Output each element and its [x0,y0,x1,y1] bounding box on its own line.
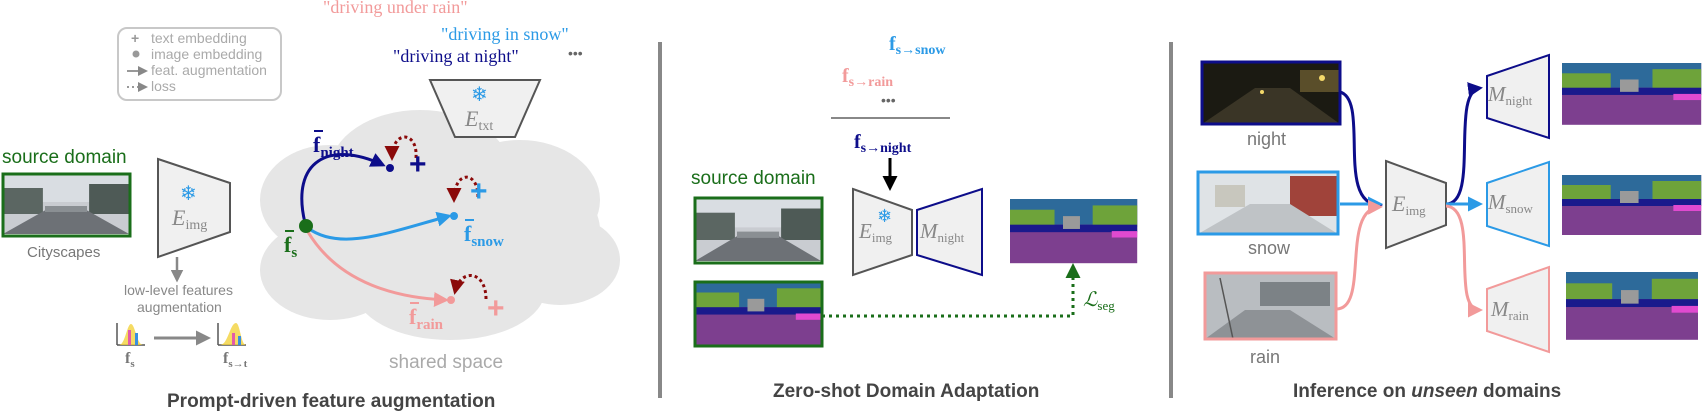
panel1-title: Prompt-driven feature augmentation [167,391,495,412]
plus-icon: + [409,148,427,181]
f-night-label: fnight [313,132,354,161]
svg-text:Mnight: Mnight [919,219,965,245]
f-s-label: fs [284,232,297,261]
f-s-rain-label: fs→rain [842,65,893,90]
source-feature-dot [299,219,313,233]
svg-text:Msnow: Msnow [1487,190,1534,216]
loss-arrow-snow [446,175,480,203]
decoder-night-3: Mnight [1486,53,1550,140]
source-domain-label-1: source domain [2,147,127,168]
svg-text:fs: fs [125,350,135,370]
panel3-title: Inference on unseen domains [1293,381,1561,402]
f-rain-label: frain [409,304,444,333]
shared-space-label: shared space [389,352,503,373]
plus-icon: + [131,30,139,46]
predicted-segmentation [1010,199,1138,264]
svg-text:fs→t: fs→t [223,350,248,370]
aug-arrow-rain [306,231,449,307]
night-feature-dot [386,164,394,172]
snow-feature-dot [450,212,458,220]
svg-text:Eimg: Eimg [1391,191,1426,218]
text-encoder: ❄ Etxt [428,79,542,138]
rain-feature-dot [447,296,455,304]
inference-arrow-night-in [1339,90,1383,213]
aug-arrow-snow [307,211,452,241]
legend-image-embedding: image embedding [151,46,262,62]
legend-text-embedding: text embedding [151,30,247,46]
svg-text:Mnight: Mnight [1487,82,1533,108]
rain-segmentation-output [1566,272,1698,340]
snowflake-icon: ❄ [471,84,488,106]
image-encoder-2: ❄ Eimg [852,187,913,277]
decoder-snow-3: Msnow [1486,160,1550,248]
prompt-snow: "driving in snow" [441,24,569,44]
image-encoder-3: Eimg [1385,159,1447,250]
svg-text:Eimg: Eimg [858,219,893,245]
cityscapes-photo [1,172,132,238]
f-s-night-label: fs→night [854,131,912,156]
loss-arrow-night [384,135,418,161]
prompt-more: ••• [568,45,583,61]
svg-text:Etxt: Etxt [464,106,493,134]
svg-text:Eimg: Eimg [171,205,207,233]
decoder-night-2: Mnight [916,187,983,277]
night-photo [1200,60,1342,126]
legend-feat-augmentation: feat. augmentation [151,62,267,78]
cityscapes-caption: Cityscapes [27,244,100,261]
more-features: ••• [881,92,896,108]
snow-photo [1196,170,1340,236]
inference-arrow-rain-out [1445,204,1483,318]
lowlevel-label-2: augmentation [137,299,222,315]
snow-segmentation-output [1562,175,1702,235]
loss-arrow-rain [450,274,488,300]
rain-photo [1203,271,1338,341]
seg-loss-label: ℒseg [1083,289,1115,313]
plus-icon: + [470,175,488,208]
histogram-source [116,323,145,346]
f-snow-label: fsnow [464,221,504,250]
shared-space-cloud [260,110,620,340]
panel2-title: Zero-shot Domain Adaptation [773,381,1039,402]
image-encoder-1: ❄ Eimg [157,157,231,259]
inference-arrow-rain-in [1335,199,1383,311]
snowflake-icon: ❄ [180,183,197,205]
aug-arrow-night [300,153,386,224]
source-label-map [693,280,824,348]
svg-text:Mrain: Mrain [1490,297,1529,323]
histogram-target [217,323,246,346]
prompt-rain: "driving under rain" [323,0,468,17]
source-domain-label-2: source domain [691,168,816,189]
snowflake-icon: ❄ [877,206,892,226]
snow-caption: snow [1248,238,1291,258]
source-photo-2 [693,196,824,265]
lowlevel-label-1: low-level features [124,282,233,298]
legend: + text embedding image embedding feat. a… [117,27,282,101]
prompt-night: "driving at night" [393,46,519,66]
night-caption: night [1247,129,1286,149]
night-segmentation-output [1562,63,1702,125]
legend-loss: loss [151,78,176,94]
inference-arrow-night-out [1445,82,1483,206]
decoder-rain-3: Mrain [1486,265,1550,354]
f-s-snow-label: fs→snow [889,33,946,58]
plus-icon: + [487,292,505,325]
rain-caption: rain [1250,347,1280,367]
dot-icon [132,50,140,58]
